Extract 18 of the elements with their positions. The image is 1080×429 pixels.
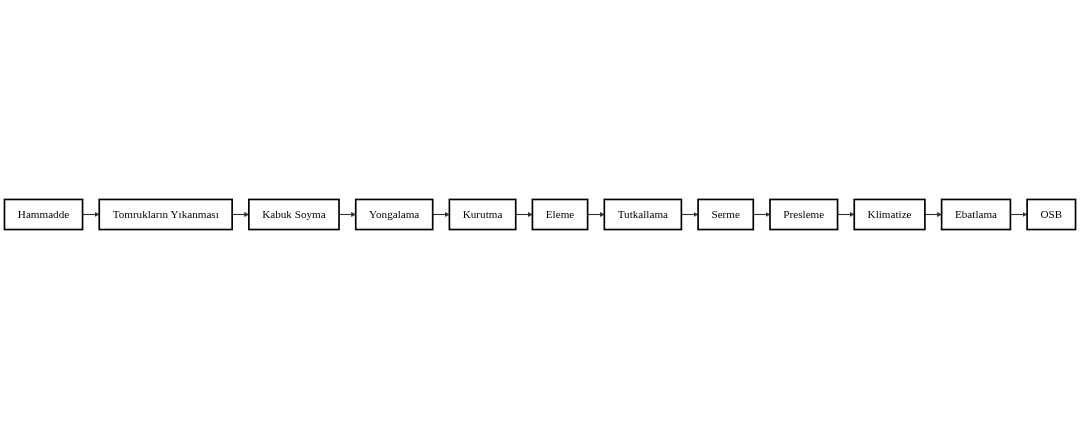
arrow (82, 212, 100, 217)
node-box: Serme (697, 198, 755, 231)
arrow (924, 212, 942, 217)
node-box: Tutkallama (603, 198, 683, 231)
arrow (515, 212, 533, 217)
node-box: Tomrukların Yıkanması (98, 198, 233, 231)
node-box: Kurutma (448, 198, 517, 231)
arrow (432, 212, 450, 217)
arrow (587, 212, 605, 217)
arrow (837, 212, 855, 217)
node-box: Klimatize (853, 198, 926, 231)
node-box: OSB (1026, 198, 1077, 231)
node-box: Ebatlama (940, 198, 1012, 231)
node-box: Hammadde (3, 198, 84, 231)
node-box: Yongalama (354, 198, 434, 231)
node-box: Eleme (531, 198, 589, 231)
node-box: Kabuk Soyma (248, 198, 340, 231)
node-box: Presleme (769, 198, 839, 231)
